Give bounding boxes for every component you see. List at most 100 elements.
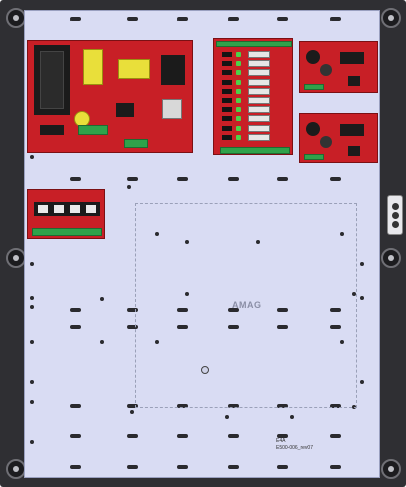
- chip: [116, 103, 134, 117]
- mount-hole-icon: [381, 459, 401, 479]
- terminal-block[interactable]: [124, 139, 148, 148]
- terminal-block[interactable]: [32, 228, 102, 236]
- relay-channel: [220, 133, 288, 141]
- relay-channel: [220, 69, 288, 77]
- relay-distribution-board[interactable]: [213, 38, 293, 155]
- mounting-hole: [155, 340, 159, 344]
- chip: [222, 88, 232, 94]
- capacitor: [306, 122, 320, 136]
- latch-hole-icon: [392, 212, 399, 219]
- door-latch[interactable]: [387, 195, 403, 235]
- chip: [222, 52, 232, 57]
- mounting-slot: [228, 325, 239, 329]
- capacitor: [118, 59, 150, 79]
- mounting-slot: [177, 404, 188, 408]
- transformer-core: [40, 51, 64, 109]
- chip: [222, 79, 232, 85]
- mounting-slot: [70, 17, 81, 21]
- fuse-board[interactable]: [27, 189, 105, 239]
- mounting-hole: [30, 262, 34, 266]
- heatsink: [161, 55, 185, 85]
- mounting-hole: [352, 292, 356, 296]
- terminal-block[interactable]: [216, 41, 292, 47]
- fuse-holder: [38, 205, 48, 213]
- mounting-slot: [330, 465, 341, 469]
- mounting-slot: [228, 465, 239, 469]
- fuse-holder: [34, 202, 100, 216]
- terminal-block[interactable]: [220, 147, 290, 154]
- mounting-hole: [360, 380, 364, 384]
- mounting-area: [135, 203, 357, 408]
- mount-hole-icon: [381, 8, 401, 28]
- mounting-slot: [127, 325, 138, 329]
- mounting-hole: [185, 240, 189, 244]
- mounting-slot: [228, 308, 239, 312]
- power-supply-board[interactable]: [27, 40, 193, 153]
- controller-board-upper[interactable]: [299, 41, 378, 93]
- mounting-slot: [177, 434, 188, 438]
- mounting-slot: [277, 325, 288, 329]
- mounting-slot: [330, 308, 341, 312]
- relay: [248, 97, 270, 104]
- mounting-hole: [290, 415, 294, 419]
- part-number-label: E500-006_rev07: [276, 445, 313, 451]
- connector: [348, 76, 360, 86]
- relay: [248, 106, 270, 114]
- mounting-slot: [70, 325, 81, 329]
- mounting-slot: [70, 20, 71, 21]
- terminal-block[interactable]: [304, 154, 324, 160]
- led-icon: [236, 88, 241, 94]
- mounting-slot: [228, 404, 239, 408]
- mounting-slot: [277, 434, 288, 438]
- chip: [40, 125, 64, 135]
- led-icon: [236, 98, 241, 103]
- mounting-slot: [70, 404, 81, 408]
- mounting-hole: [30, 155, 34, 159]
- mounting-slot: [177, 17, 188, 21]
- mounting-hole: [340, 340, 344, 344]
- mounting-slot: [177, 465, 188, 469]
- controller-board-lower[interactable]: [299, 113, 378, 163]
- mounting-slot: [177, 177, 188, 181]
- chip: [222, 61, 232, 67]
- mounting-slot: [228, 17, 239, 21]
- chip: [340, 52, 364, 64]
- relay: [248, 51, 270, 58]
- led-icon: [236, 61, 241, 67]
- mounting-slot: [330, 434, 341, 438]
- led-icon: [236, 107, 241, 113]
- mounting-slot: [330, 404, 341, 408]
- mounting-hole: [225, 415, 229, 419]
- mounting-slot: [228, 434, 239, 438]
- relay: [248, 60, 270, 68]
- mounting-slot: [277, 465, 288, 469]
- relay-channel: [220, 51, 288, 58]
- relay: [162, 99, 182, 119]
- mounting-slot: [277, 404, 288, 408]
- mounting-slot: [127, 308, 138, 312]
- chip: [222, 98, 232, 103]
- mounting-hole: [30, 380, 34, 384]
- chip: [222, 125, 232, 131]
- relay-channel: [220, 97, 288, 104]
- mounting-hole: [340, 232, 344, 236]
- terminal-block[interactable]: [78, 125, 108, 135]
- mounting-hole: [100, 297, 104, 301]
- mounting-slot: [228, 20, 229, 21]
- terminal-block[interactable]: [304, 84, 324, 90]
- mounting-slot: [127, 434, 138, 438]
- mounting-hole: [30, 400, 34, 404]
- led-icon: [236, 134, 241, 140]
- relay-channel: [220, 78, 288, 86]
- mounting-slot: [70, 177, 81, 181]
- mounting-hole: [360, 262, 364, 266]
- mounting-hole: [155, 232, 159, 236]
- relay: [248, 69, 270, 77]
- led-icon: [236, 70, 241, 76]
- mounting-slot: [177, 325, 188, 329]
- relay-channel: [220, 87, 288, 95]
- chip: [222, 134, 232, 140]
- capacitor: [320, 136, 332, 148]
- mounting-slot: [277, 17, 288, 21]
- capacitor: [83, 49, 103, 85]
